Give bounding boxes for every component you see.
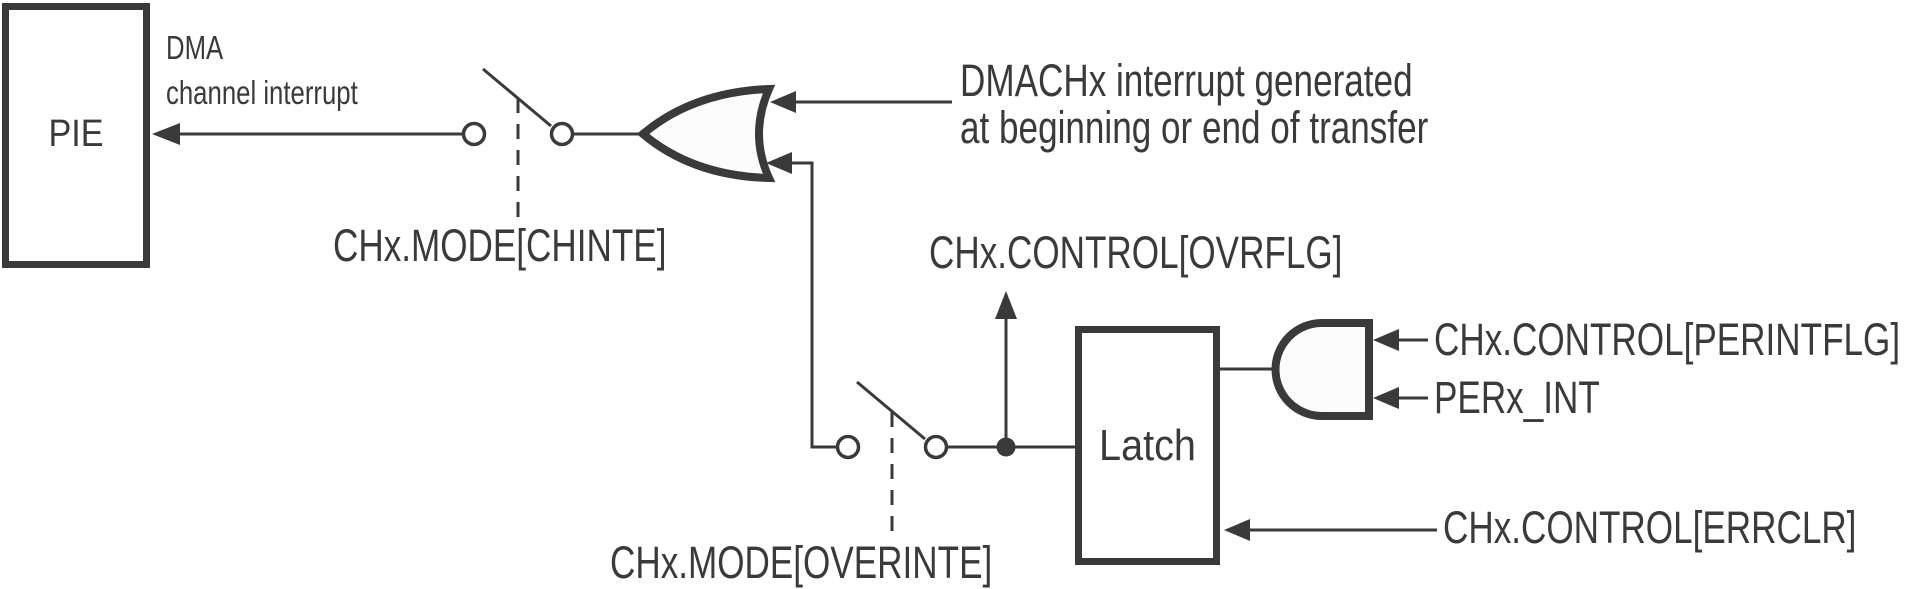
perx-int-label: PERx_INT (1434, 372, 1600, 423)
dma-label-line2: channel interrupt (166, 74, 358, 111)
perintflg-label: CHx.CONTROL[PERINTFLG] (1434, 314, 1901, 365)
or-bottom-input-arrowhead-icon (766, 152, 792, 174)
errclr-label: CHx.CONTROL[ERRCLR] (1443, 502, 1857, 553)
latch-box (1075, 326, 1220, 565)
perx-int-arrowhead-icon (1373, 387, 1399, 409)
chinte-switch-contact-left (461, 121, 487, 147)
ovrflg-label: CHx.CONTROL[OVRFLG] (929, 227, 1343, 278)
pie-box (2, 3, 150, 268)
overinte-label: CHx.MODE[OVERINTE] (610, 537, 993, 588)
overinte-switch-contact-right (923, 434, 949, 460)
latch-label: Latch (1099, 421, 1196, 470)
dmachx-note-line2: at beginning or end of transfer (960, 102, 1429, 153)
or-top-input-arrowhead-icon (770, 91, 796, 113)
dmachx-note: DMACHx interrupt generated at beginning … (960, 57, 1428, 151)
pie-label: PIE (48, 113, 104, 155)
perintflg-arrowhead-icon (1373, 329, 1399, 351)
chinte-switch-arm (482, 67, 552, 128)
and-gate (1271, 319, 1373, 420)
or-gate (636, 84, 776, 183)
overflow-feedback-wire (790, 161, 838, 449)
chinte-switch-contact-right (549, 121, 575, 147)
chinte-label: CHx.MODE[CHINTE] (333, 220, 667, 271)
overinte-switch-arm (856, 380, 926, 441)
dma-label-line1: DMA (166, 29, 224, 66)
ovrflg-arrowhead-icon (995, 291, 1017, 319)
dma-channel-interrupt-label: DMA channel interrupt (166, 25, 358, 115)
dmachx-note-line1: DMACHx interrupt generated (960, 55, 1413, 106)
overinte-switch-contact-left (835, 434, 861, 460)
errclr-arrowhead-icon (1224, 519, 1250, 541)
pie-arrowhead-icon (152, 123, 180, 145)
